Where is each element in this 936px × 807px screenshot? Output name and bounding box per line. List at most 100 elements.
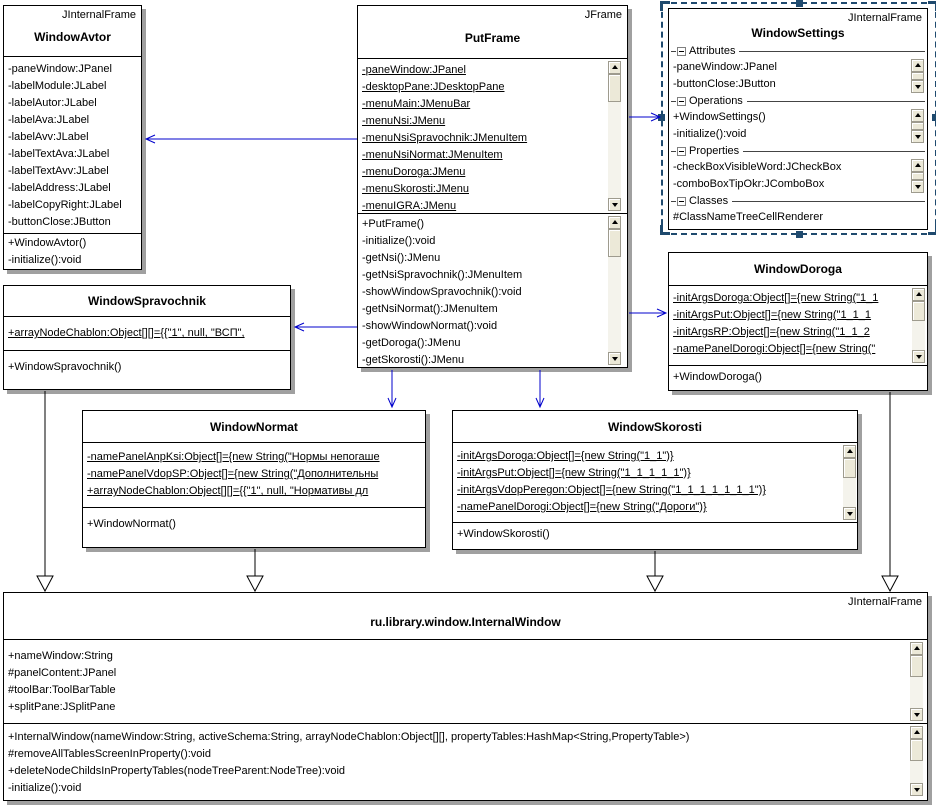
scrollbar[interactable] (608, 61, 621, 211)
scrollbar[interactable] (843, 445, 856, 520)
attributes-compartment: -paneWindow:JPanel -labelModule:JLabel -… (4, 56, 141, 233)
dependency-arrow-putframe-windowskorosti[interactable] (535, 370, 545, 409)
dependency-arrow-putframe-windownormat[interactable] (387, 370, 397, 409)
scrollbar[interactable] (912, 288, 925, 363)
attribute-row: +arrayNodeChablon:Object[][]={{"1", null… (87, 485, 369, 497)
method-row: +PutFrame() (362, 218, 425, 230)
arrow-down-icon (913, 713, 920, 717)
scrollbar[interactable] (608, 216, 621, 365)
scrollbar-thumb[interactable] (911, 122, 924, 130)
class-box-windowdoroga[interactable]: WindowDoroga -initArgsDoroga:Object[]={n… (668, 252, 928, 391)
selection-corner-handle[interactable] (660, 225, 670, 235)
class-box-windownormat[interactable]: WindowNormat -namePanelAnpKsi:Object[]={… (82, 410, 426, 548)
method-row: #removeAllTablesScreenInProperty():void (8, 748, 211, 760)
scrollbar[interactable] (910, 726, 923, 796)
scrollbar-up-button[interactable] (843, 445, 856, 458)
arrow-down-icon (915, 355, 922, 359)
arrow-up-icon (913, 646, 920, 650)
class-box-putframe[interactable]: JFrame PutFrame -paneWindow:JPanel -desk… (357, 5, 628, 368)
scrollbar[interactable] (911, 59, 924, 93)
attribute-row: -namePanelDorogi:Object[]={new String("Д… (457, 501, 707, 513)
scrollbar[interactable] (911, 109, 924, 143)
class-box-windowspravochnik[interactable]: WindowSpravochnik +arrayNodeChablon:Obje… (3, 285, 291, 390)
selection-corner-handle[interactable] (928, 1, 936, 11)
scrollbar-down-button[interactable] (843, 507, 856, 520)
scrollbar-down-button[interactable] (910, 708, 923, 721)
arrow-down-icon (913, 788, 920, 792)
scrollbar-up-button[interactable] (608, 216, 621, 229)
scrollbar-thumb[interactable] (911, 72, 924, 80)
methods-compartment: +WindowNormat() (83, 507, 425, 545)
selection-corner-handle[interactable] (660, 1, 670, 11)
scrollbar-down-button[interactable] (912, 350, 925, 363)
scrollbar-up-button[interactable] (910, 726, 923, 739)
class-name: WindowNormat (210, 420, 298, 434)
dependency-arrow-putframe-windowspravochnik[interactable] (293, 322, 357, 332)
attribute-row: -buttonClose:JButton (673, 78, 776, 90)
scrollbar-thumb[interactable] (910, 739, 923, 761)
attribute-row: -namePanelDorogi:Object[]={new String(" (673, 343, 876, 355)
collapse-icon[interactable] (677, 196, 686, 206)
arrow-up-icon (913, 730, 920, 734)
dependency-arrow-putframe-windowdoroga[interactable] (629, 308, 668, 318)
scrollbar-up-button[interactable] (608, 61, 621, 74)
attribute-row: -desktopPane:JDesktopPane (362, 81, 505, 93)
scrollbar[interactable] (911, 159, 924, 193)
class-box-windowsettings[interactable]: JInternalFrame WindowSettings Attributes… (668, 8, 928, 230)
scrollbar-down-button[interactable] (911, 130, 924, 143)
class-box-windowavtor[interactable]: JInternalFrame WindowAvtor -paneWindow:J… (3, 5, 142, 270)
generalization-windowdoroga-internalwindow[interactable] (881, 392, 899, 593)
attribute-row: -initArgsPut:Object[]={new String("1_1_1 (673, 309, 872, 321)
scrollbar-up-button[interactable] (912, 288, 925, 301)
scrollbar-down-button[interactable] (608, 198, 621, 211)
method-row: -getNsiSpravochnik():JMenuItem (362, 269, 523, 281)
class-name: WindowSettings (751, 26, 845, 40)
scrollbar[interactable] (910, 642, 923, 721)
attribute-row: -paneWindow:JPanel (362, 64, 466, 76)
methods-compartment: +WindowSpravochnik() (4, 350, 290, 388)
section-label: Attributes (689, 45, 736, 57)
scrollbar-thumb[interactable] (843, 458, 856, 478)
attribute-row: -menuMain:JMenuBar (362, 98, 471, 110)
collapse-icon[interactable] (677, 96, 686, 106)
scrollbar-down-button[interactable] (911, 80, 924, 93)
scrollbar-up-button[interactable] (910, 642, 923, 655)
collapse-icon[interactable] (677, 46, 686, 56)
scrollbar-down-button[interactable] (911, 180, 924, 193)
scrollbar-thumb[interactable] (911, 172, 924, 180)
selection-corner-handle[interactable] (928, 225, 936, 235)
class-box-internalwindow[interactable]: JInternalFrame ru.library.window.Interna… (3, 592, 928, 801)
selection-edge-handle[interactable] (932, 114, 936, 121)
attribute-row: -menuNsiSpravochnik:JMenuItem (362, 132, 528, 144)
method-row: -getNsi():JMenu (362, 252, 441, 264)
class-header: JFrame PutFrame (358, 6, 627, 58)
class-name: WindowAvtor (34, 30, 111, 44)
methods-compartment: +InternalWindow(nameWindow:String, activ… (4, 723, 927, 798)
collapse-icon[interactable] (677, 146, 686, 156)
selection-edge-handle[interactable] (796, 231, 803, 238)
generalization-windowskorosti-internalwindow[interactable] (646, 551, 664, 593)
scrollbar-up-button[interactable] (911, 109, 924, 122)
property-row: -checkBoxVisibleWord:JCheckBox (673, 161, 842, 173)
class-box-windowskorosti[interactable]: WindowSkorosti -initArgsDoroga:Object[]=… (452, 410, 858, 550)
selection-edge-handle[interactable] (796, 0, 803, 7)
dependency-arrow-putframe-windowavtor[interactable] (144, 134, 357, 144)
dependency-arrow-putframe-windowsettings[interactable] (629, 112, 662, 122)
section-rule (671, 50, 676, 52)
attribute-row: #panelContent:JPanel (8, 667, 117, 679)
scrollbar-down-button[interactable] (910, 783, 923, 796)
stereotype-label: JInternalFrame (62, 9, 136, 21)
stereotype-label: JFrame (584, 9, 622, 21)
scrollbar-thumb[interactable] (608, 74, 621, 102)
scrollbar-thumb[interactable] (608, 229, 621, 257)
generalization-windowspravochnik-internalwindow[interactable] (36, 391, 54, 593)
scrollbar-up-button[interactable] (911, 159, 924, 172)
attribute-row: -initArgsRP:Object[]={new String("1_1_2 (673, 326, 870, 338)
generalization-windownormat-internalwindow[interactable] (246, 549, 264, 593)
attribute-row: -namePanelVdopSP:Object[]={new String("Д… (87, 468, 379, 480)
selection-edge-handle[interactable] (658, 114, 665, 121)
scrollbar-down-button[interactable] (608, 352, 621, 365)
scrollbar-up-button[interactable] (911, 59, 924, 72)
scrollbar-thumb[interactable] (912, 301, 925, 321)
scrollbar-thumb[interactable] (910, 655, 923, 677)
